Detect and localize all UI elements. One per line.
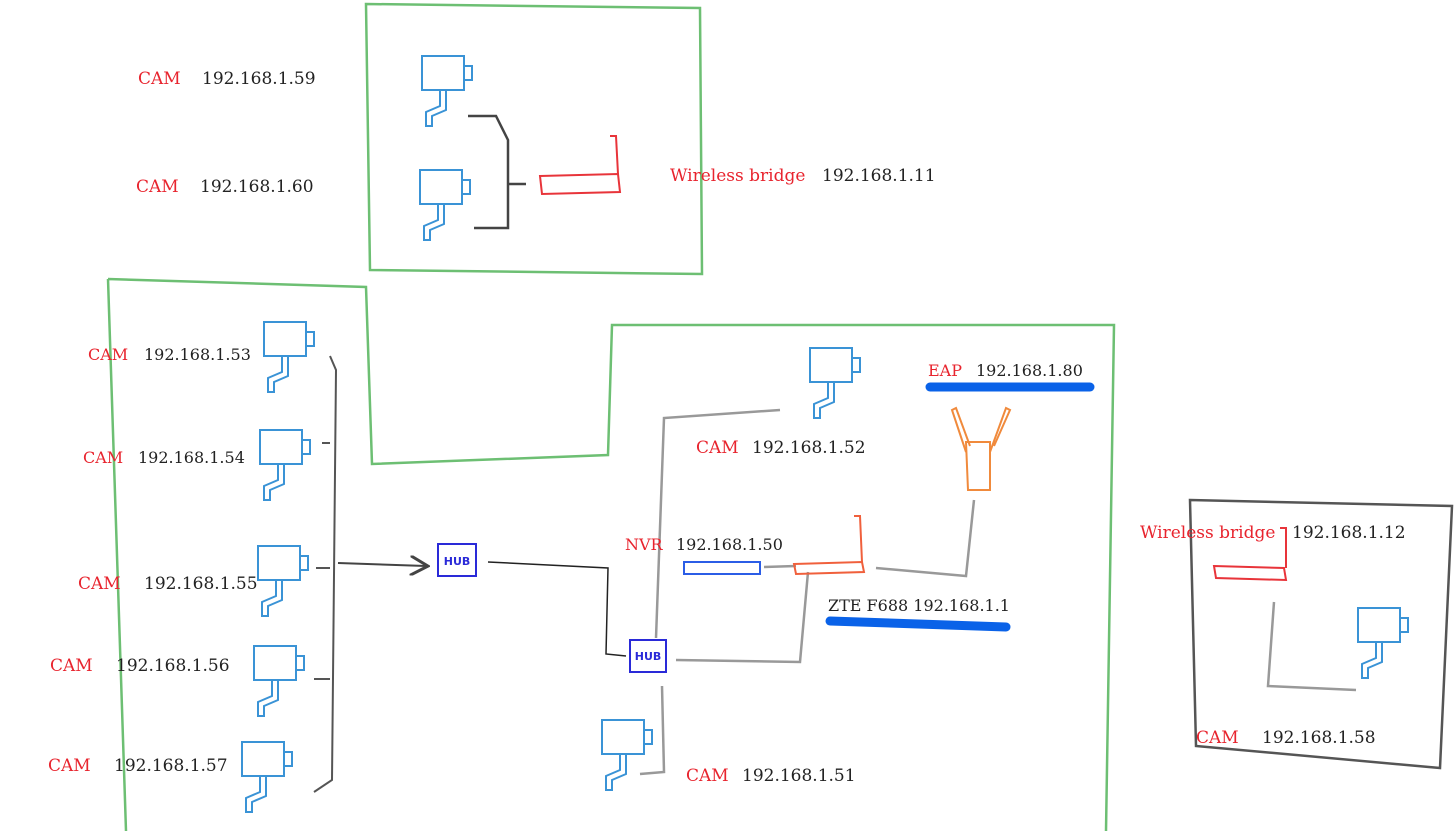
cam56-ip: 192.168.1.56 — [116, 656, 230, 676]
cam52-ip: 192.168.1.52 — [752, 438, 866, 458]
router-icon — [792, 515, 866, 576]
cam52-type: CAM — [696, 438, 739, 458]
wire-cam52-to-hub — [654, 408, 781, 639]
wireless-bridge-icon — [538, 135, 622, 196]
bridge12-ip: 192.168.1.12 — [1292, 523, 1406, 543]
camera-icon — [263, 321, 315, 393]
camera-icon — [809, 347, 861, 419]
cam59-ip: 192.168.1.59 — [202, 69, 316, 89]
bridge12-type: Wireless bridge — [1140, 523, 1275, 543]
eap-ip: 192.168.1.80 — [976, 361, 1083, 380]
cam57-type: CAM — [48, 756, 91, 776]
zone-main — [106, 277, 1116, 831]
camera-icon — [253, 645, 305, 717]
wire-top-bracket — [468, 114, 526, 230]
camera-icon — [1357, 607, 1409, 679]
camera-icon — [419, 169, 471, 241]
cam55-ip: 192.168.1.55 — [144, 574, 258, 594]
hub-icon: HUB — [437, 543, 477, 577]
cam59-type: CAM — [138, 69, 181, 89]
cam58-ip: 192.168.1.58 — [1262, 728, 1376, 748]
access-point-icon — [950, 406, 1012, 491]
wire-hub-to-cam51 — [639, 685, 666, 776]
wire-bridge12-to-cam58 — [1266, 601, 1357, 692]
hub-label: HUB — [635, 650, 662, 663]
zone-top — [364, 2, 704, 276]
bridge11-ip: 192.168.1.11 — [822, 166, 936, 186]
cam53-type: CAM — [88, 345, 128, 364]
camera-icon — [421, 55, 473, 127]
wire-hub-to-router — [675, 571, 810, 664]
wire-left-stubs — [314, 442, 330, 680]
wire-router-to-eap — [875, 499, 976, 578]
cam60-ip: 192.168.1.60 — [200, 177, 314, 197]
router-label: ZTE F688 192.168.1.1 — [828, 596, 1010, 615]
cam60-type: CAM — [136, 177, 179, 197]
nvr-type: NVR — [625, 535, 664, 554]
hub-label: HUB — [444, 555, 471, 568]
camera-icon — [241, 741, 293, 813]
zone-right — [1188, 498, 1454, 770]
wire-left-bracket — [313, 355, 338, 793]
camera-icon — [257, 545, 309, 617]
wire-bracket-to-hub — [337, 563, 426, 566]
cam55-type: CAM — [78, 574, 121, 594]
router-highlight — [825, 616, 1011, 632]
cam56-type: CAM — [50, 656, 93, 676]
nvr-ip: 192.168.1.50 — [676, 535, 783, 554]
bridge11-type: Wireless bridge — [670, 166, 805, 186]
cam54-type: CAM — [83, 448, 123, 467]
cam51-ip: 192.168.1.51 — [742, 766, 856, 786]
nvr-icon — [683, 561, 761, 575]
camera-icon — [259, 429, 311, 501]
wireless-bridge-icon — [1212, 527, 1288, 582]
cam53-ip: 192.168.1.53 — [144, 345, 251, 364]
eap-type: EAP — [928, 361, 962, 380]
wire-nvr-to-router — [763, 564, 797, 569]
camera-icon — [601, 719, 653, 791]
cam58-type: CAM — [1196, 728, 1239, 748]
wire-hub-to-hub — [487, 561, 627, 657]
cam57-ip: 192.168.1.57 — [114, 756, 228, 776]
cam51-type: CAM — [686, 766, 729, 786]
hub-icon: HUB — [629, 639, 667, 673]
cam54-ip: 192.168.1.54 — [138, 448, 245, 467]
